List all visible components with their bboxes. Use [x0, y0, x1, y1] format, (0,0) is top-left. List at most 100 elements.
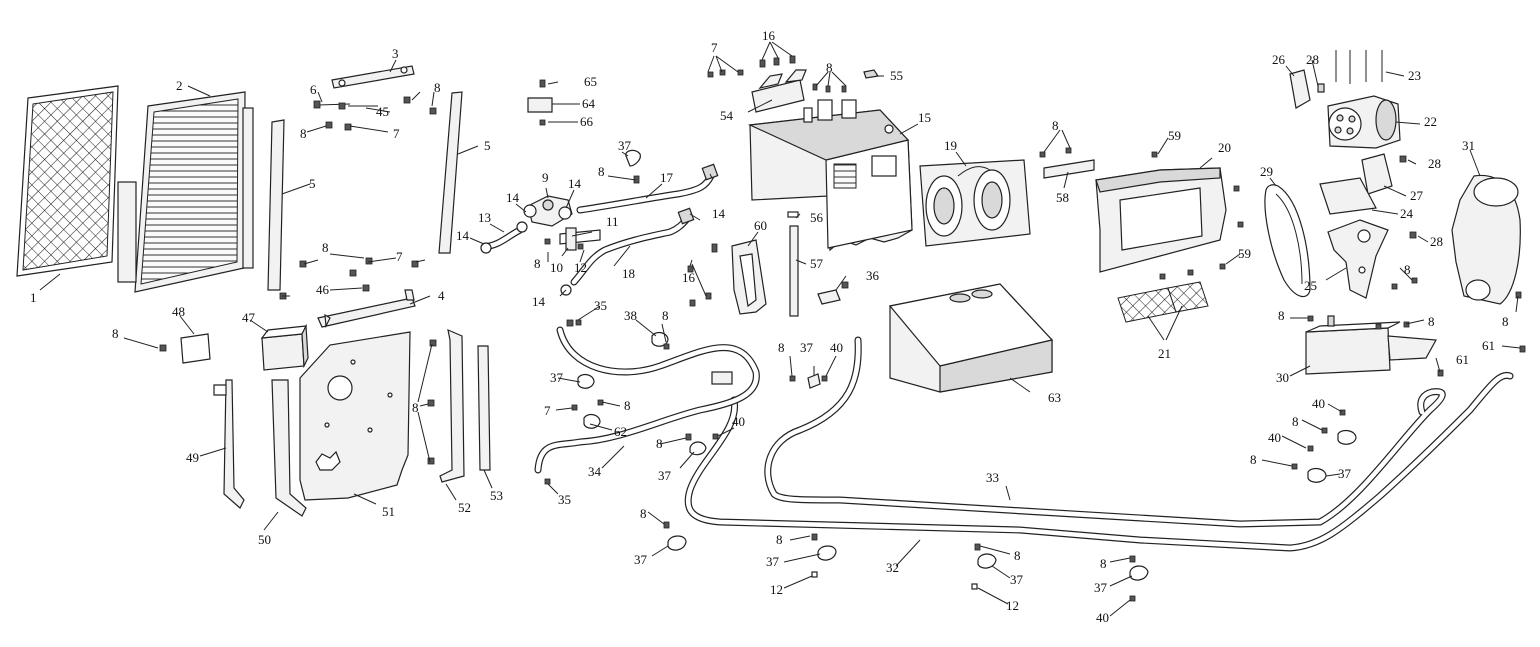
- callout-60: 60: [754, 218, 767, 233]
- callout-8: 8: [624, 398, 631, 413]
- plate-48: [159, 333, 211, 364]
- callout-29: 29: [1260, 164, 1273, 179]
- callout-65: 65: [584, 74, 597, 89]
- callout-61: 61: [1456, 352, 1469, 367]
- callout-12: 12: [770, 582, 783, 597]
- callout-8: 8: [1404, 262, 1411, 277]
- parts-56-57-60: [687, 211, 799, 317]
- callout-61: 61: [1482, 338, 1495, 353]
- callout-50: 50: [258, 532, 271, 547]
- hose-18: [570, 207, 695, 286]
- callout-4: 4: [438, 288, 445, 303]
- callout-35: 35: [594, 298, 607, 313]
- bolts-left-lower: [279, 257, 419, 300]
- callout-15: 15: [918, 110, 931, 125]
- callout-8: 8: [656, 436, 663, 451]
- clamp-37-top: [625, 149, 641, 184]
- callout-51: 51: [382, 504, 395, 519]
- callout-48: 48: [172, 304, 185, 319]
- strip-49: [213, 379, 245, 509]
- fittings-36: [817, 281, 849, 305]
- callout-8: 8: [1250, 452, 1257, 467]
- callout-59: 59: [1168, 128, 1181, 143]
- callout-56: 56: [810, 210, 824, 225]
- callout-8: 8: [1292, 414, 1299, 429]
- callout-54: 54: [720, 108, 734, 123]
- callout-57: 57: [810, 256, 824, 271]
- bracket-54: [707, 55, 807, 113]
- expansion-valve: [523, 195, 573, 227]
- callout-32: 32: [886, 560, 899, 575]
- callout-5: 5: [484, 138, 491, 153]
- callout-37: 37: [1010, 572, 1024, 587]
- callout-7: 7: [711, 40, 718, 55]
- compressor-brackets: [1319, 153, 1418, 299]
- callout-55: 55: [890, 68, 903, 83]
- callout-52: 52: [458, 500, 471, 515]
- receiver-drier: [1305, 315, 1526, 377]
- callout-8: 8: [534, 256, 541, 271]
- callout-8: 8: [322, 240, 329, 255]
- callout-17: 17: [660, 170, 674, 185]
- callout-47: 47: [242, 310, 256, 325]
- callout-8: 8: [1278, 308, 1285, 323]
- small-clamps-left: [480, 221, 601, 296]
- callout-34: 34: [588, 464, 602, 479]
- callout-11: 11: [606, 214, 619, 229]
- callout-10: 10: [550, 260, 563, 275]
- evaporator-cover: [1095, 151, 1244, 280]
- hose-34: [534, 326, 760, 474]
- callout-1: 1: [30, 290, 37, 305]
- callout-12: 12: [1006, 598, 1019, 613]
- callout-30: 30: [1276, 370, 1289, 385]
- hose-17: [576, 163, 719, 214]
- belt-guard: [1451, 174, 1522, 305]
- callout-14: 14: [712, 206, 726, 221]
- callout-18: 18: [622, 266, 635, 281]
- callout-40: 40: [732, 414, 745, 429]
- callout-33: 33: [986, 470, 999, 485]
- callout-28: 28: [1306, 52, 1319, 67]
- callout-6: 6: [310, 82, 317, 97]
- callout-37: 37: [1338, 466, 1352, 481]
- filters-21: [1117, 281, 1209, 323]
- callout-37: 37: [1094, 580, 1108, 595]
- parts-64-65-66: [527, 79, 553, 126]
- upper-bracket: [331, 65, 415, 89]
- callout-8: 8: [826, 60, 833, 75]
- callout-37: 37: [634, 552, 648, 567]
- callout-7: 7: [544, 403, 551, 418]
- condenser: [117, 91, 254, 293]
- callout-40: 40: [1312, 396, 1325, 411]
- callout-9: 9: [542, 170, 549, 185]
- callout-46: 46: [316, 282, 330, 297]
- callout-58: 58: [1056, 190, 1069, 205]
- callout-labels: 1 2 3 4 5 5 6 7 7 7 7 8 8 8 8 8 8 8 8 8 …: [30, 28, 1509, 625]
- callout-8: 8: [300, 126, 307, 141]
- callout-37: 37: [658, 468, 672, 483]
- condenser-screen: [16, 85, 119, 277]
- callout-19: 19: [944, 138, 957, 153]
- callout-40: 40: [830, 340, 843, 355]
- callout-8: 8: [662, 308, 669, 323]
- callout-28: 28: [1428, 156, 1441, 171]
- strip-50: [271, 379, 307, 517]
- callout-20: 20: [1218, 140, 1231, 155]
- strip-58: [1039, 147, 1095, 179]
- callout-8: 8: [776, 532, 783, 547]
- strip-52: [427, 328, 465, 483]
- callout-22: 22: [1424, 114, 1437, 129]
- side-seal-strips: [267, 91, 463, 291]
- callout-8: 8: [434, 80, 441, 95]
- callout-25: 25: [1304, 278, 1317, 293]
- callout-5: 5: [309, 176, 316, 191]
- callout-35: 35: [558, 492, 571, 507]
- callout-38: 38: [624, 308, 637, 323]
- callout-16: 16: [682, 270, 696, 285]
- callout-37: 37: [550, 370, 564, 385]
- callout-21: 21: [1158, 346, 1171, 361]
- lower-bracket: [317, 289, 416, 329]
- callout-14: 14: [568, 176, 582, 191]
- callout-14: 14: [506, 190, 520, 205]
- callout-7: 7: [393, 126, 400, 141]
